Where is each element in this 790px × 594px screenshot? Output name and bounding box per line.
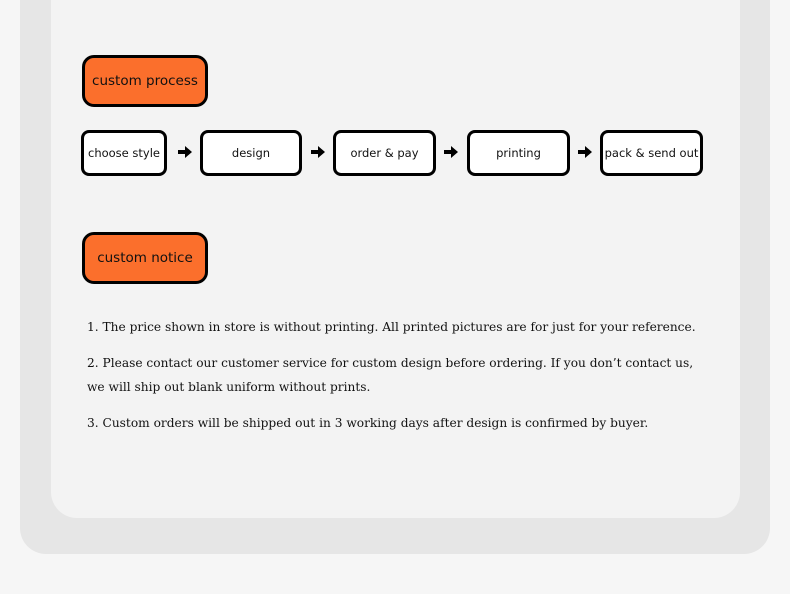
notice-item-2: 2. Please contact our customer service f… (87, 351, 707, 399)
step-printing: printing (467, 130, 570, 176)
step-design: design (200, 130, 302, 176)
step-order-pay: order & pay (333, 130, 436, 176)
arrow-right-icon (311, 146, 325, 158)
custom-process-heading: custom process (82, 55, 208, 107)
step-pack-send-out: pack & send out (600, 130, 703, 176)
notice-item-2-line-1: 2. Please contact our customer service f… (87, 356, 694, 370)
arrow-right-icon (444, 146, 458, 158)
arrow-right-icon (578, 146, 592, 158)
notice-item-2-line-2: we will ship out blank uniform without p… (87, 380, 371, 394)
arrow-right-icon (178, 146, 192, 158)
notice-item-1: 1. The price shown in store is without p… (87, 320, 696, 334)
notice-item-3: 3. Custom orders will be shipped out in … (87, 416, 649, 430)
step-choose-style: choose style (81, 130, 167, 176)
custom-notice-heading: custom notice (82, 232, 208, 284)
